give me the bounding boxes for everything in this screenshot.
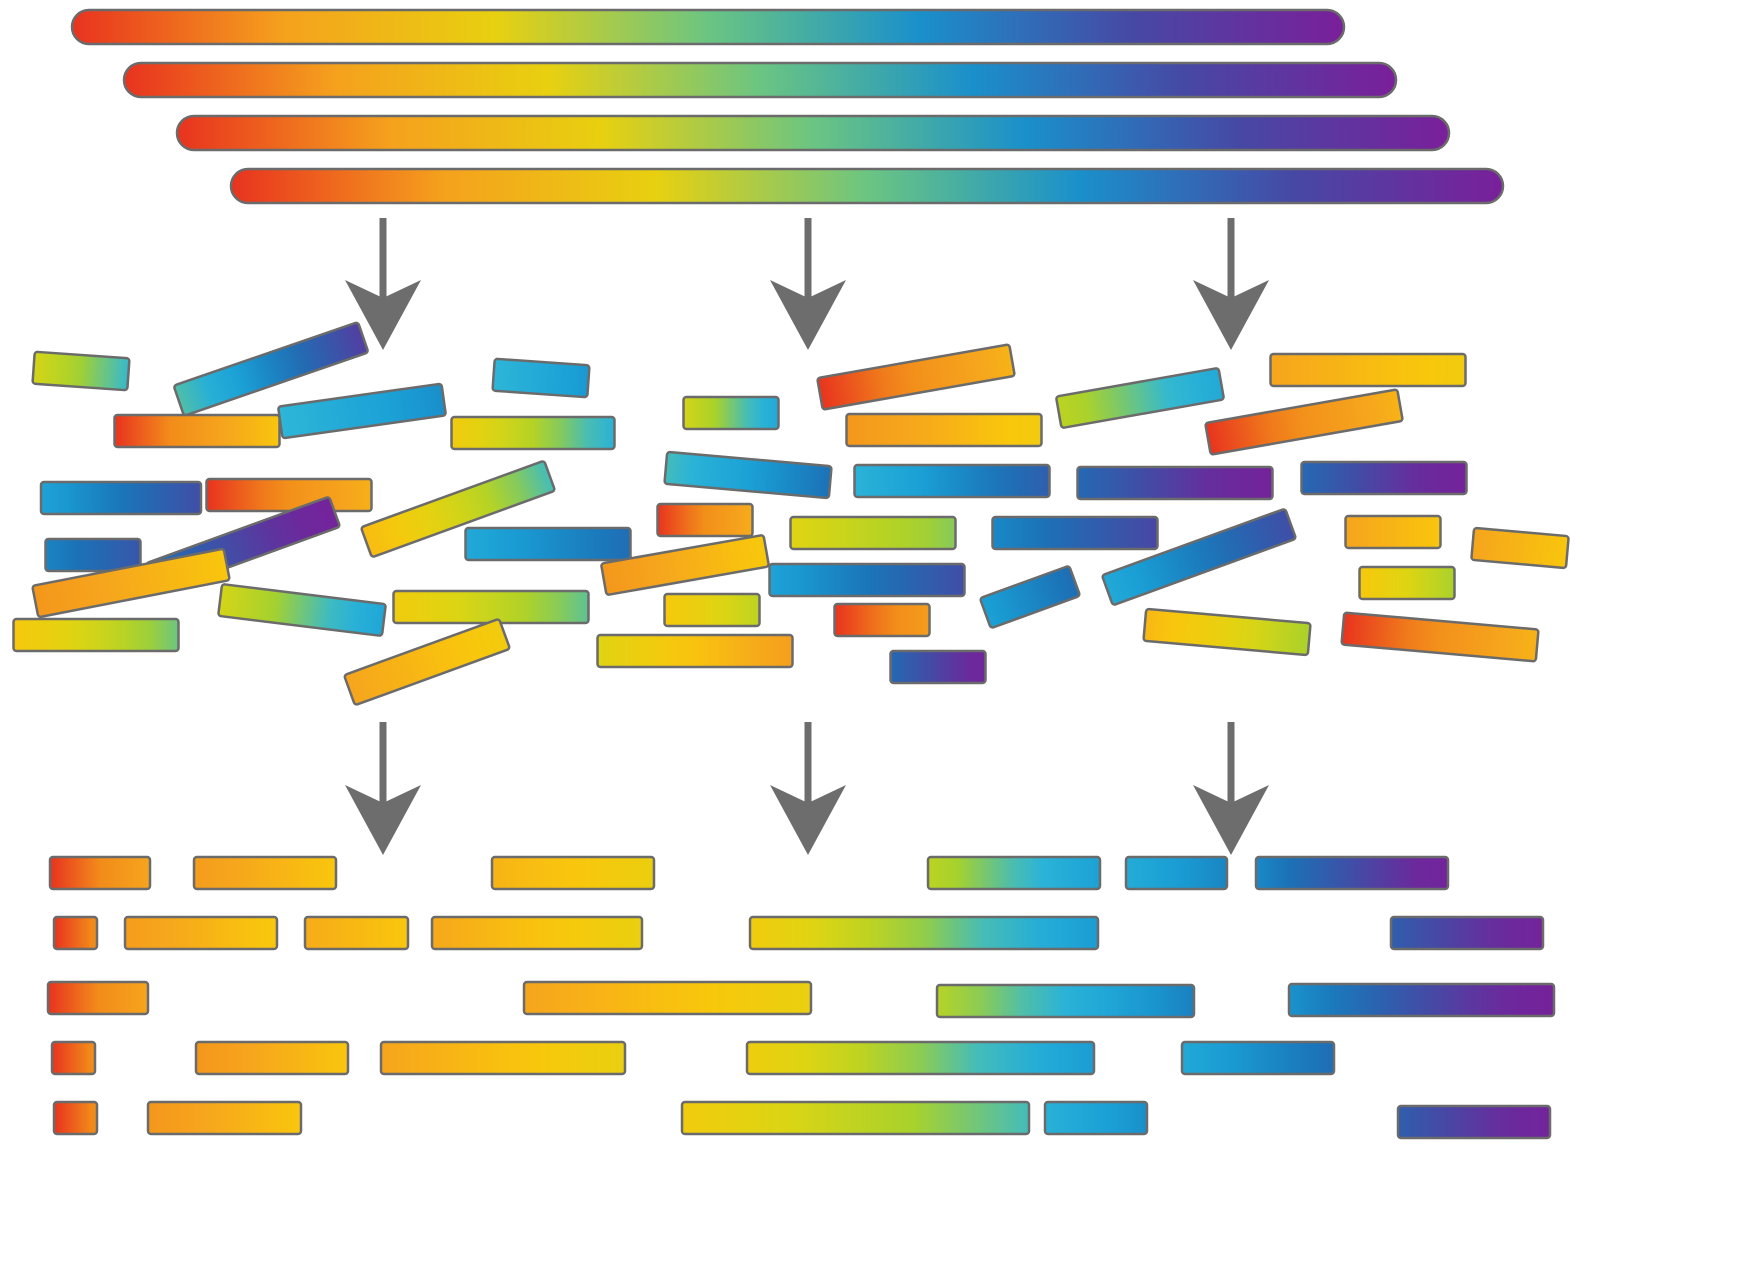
aligned-fragment <box>46 980 150 1016</box>
aligned-fragment <box>748 915 1100 951</box>
aligned-fragment <box>522 980 813 1016</box>
random-fragment <box>789 515 957 551</box>
random-fragment <box>450 415 616 451</box>
aligned-fragment <box>490 855 656 891</box>
random-fragment <box>682 395 780 431</box>
random-fragment <box>1358 565 1456 601</box>
aligned-fragment <box>52 915 99 951</box>
aligned-fragment-group <box>46 855 1556 1140</box>
random-fragment <box>277 382 447 440</box>
aligned-fragment <box>379 1040 627 1076</box>
random-fragment <box>853 463 1051 499</box>
random-fragment <box>173 321 369 417</box>
long-sequence-4 <box>229 167 1505 205</box>
aligned-fragment <box>745 1040 1096 1076</box>
aligned-fragment <box>926 855 1102 891</box>
aligned-fragment <box>303 915 410 951</box>
random-fragment-group <box>12 321 1570 706</box>
long-sequence-1 <box>70 8 1346 46</box>
aligned-fragment <box>935 983 1196 1019</box>
random-fragment <box>656 502 754 538</box>
random-fragment <box>12 617 180 653</box>
random-fragment <box>845 412 1043 448</box>
random-fragment <box>1204 388 1404 456</box>
random-fragment <box>663 592 761 628</box>
aligned-fragment <box>1124 855 1229 891</box>
random-fragment <box>31 547 231 619</box>
random-fragment <box>217 583 387 637</box>
random-fragment <box>768 562 966 598</box>
random-fragment <box>979 565 1081 629</box>
aligned-fragment <box>1043 1100 1149 1136</box>
random-fragment <box>1076 465 1274 501</box>
aligned-fragment <box>52 1100 99 1136</box>
aligned-fragment <box>1396 1104 1552 1140</box>
aligned-fragment <box>1180 1040 1336 1076</box>
random-fragment <box>113 413 281 449</box>
random-fragment <box>1055 367 1225 429</box>
arrow-row-lower <box>345 722 1269 855</box>
arrow-down-icon <box>345 218 421 350</box>
aligned-fragment <box>1287 982 1556 1018</box>
arrow-down-icon <box>1193 218 1269 350</box>
random-fragment <box>39 480 203 516</box>
aligned-fragment <box>146 1100 303 1136</box>
random-fragment <box>596 633 794 669</box>
random-fragment <box>44 537 142 573</box>
random-fragment <box>600 534 770 596</box>
aligned-fragment <box>194 1040 350 1076</box>
aligned-fragment <box>1389 915 1545 951</box>
aligned-fragment <box>1254 855 1450 891</box>
arrow-down-icon <box>1193 722 1269 855</box>
random-fragment <box>1340 611 1540 663</box>
arrow-down-icon <box>345 722 421 855</box>
long-sequence-group <box>70 8 1505 205</box>
random-fragment <box>31 350 131 392</box>
random-fragment <box>1470 526 1570 570</box>
random-fragment <box>491 357 591 399</box>
arrow-down-icon <box>770 218 846 350</box>
random-fragment <box>833 602 931 638</box>
aligned-fragment <box>48 855 152 891</box>
random-fragment <box>464 526 632 562</box>
random-fragment <box>1344 514 1442 550</box>
random-fragment <box>1300 460 1468 496</box>
random-fragment <box>360 460 556 558</box>
random-fragment <box>889 649 987 685</box>
long-sequence-2 <box>122 61 1398 99</box>
aligned-fragment <box>123 915 279 951</box>
arrow-down-icon <box>770 722 846 855</box>
random-fragment <box>205 477 373 513</box>
random-fragment <box>1101 508 1297 606</box>
random-fragment <box>1142 607 1312 657</box>
arrow-row-upper <box>345 218 1269 350</box>
aligned-fragment <box>50 1040 97 1076</box>
random-fragment <box>663 450 833 500</box>
random-fragment <box>991 515 1159 551</box>
aligned-fragment <box>680 1100 1031 1136</box>
random-fragment <box>816 343 1016 411</box>
random-fragment <box>1269 352 1467 388</box>
random-fragment <box>343 618 511 706</box>
random-fragment <box>392 589 590 625</box>
long-sequence-3 <box>175 114 1451 152</box>
aligned-fragment <box>192 855 338 891</box>
aligned-fragment <box>430 915 644 951</box>
